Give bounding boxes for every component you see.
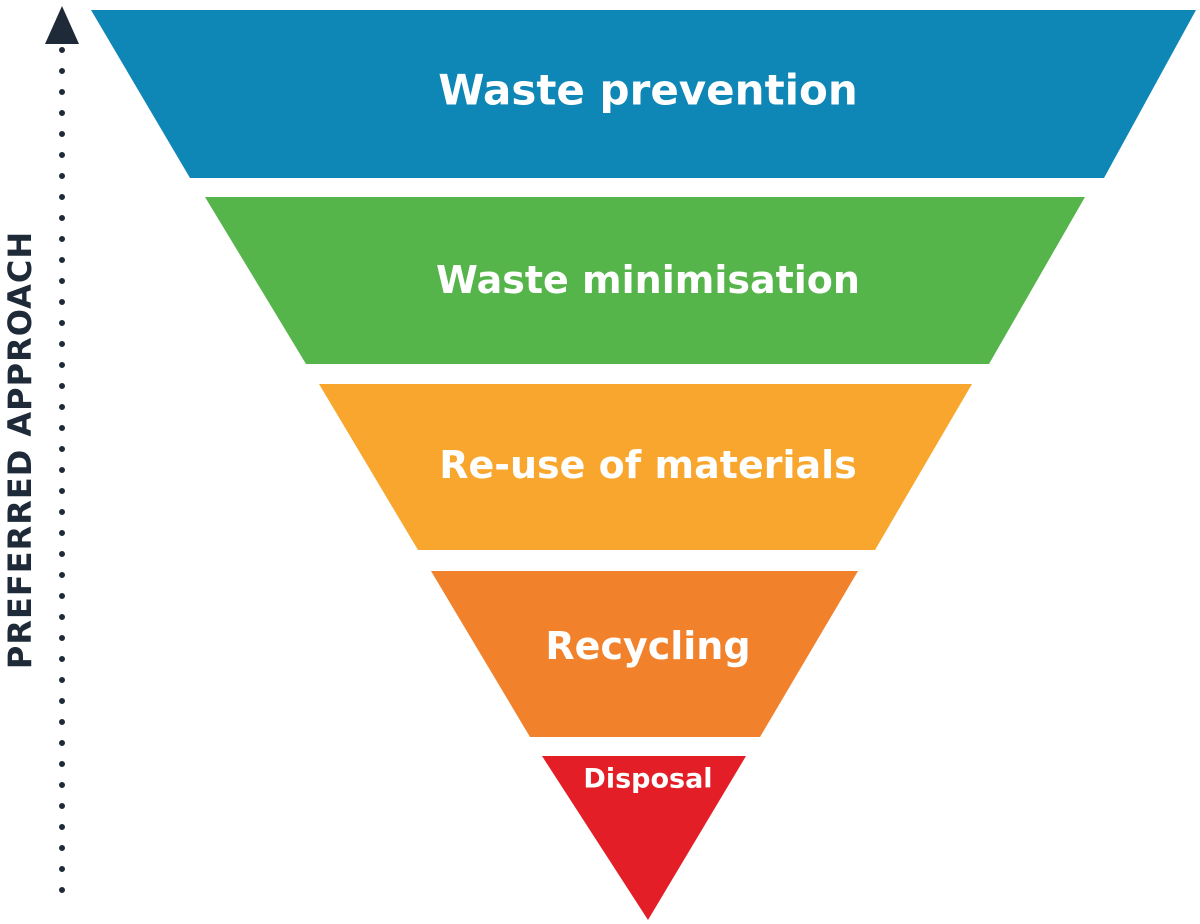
tier-waste-prevention: Waste prevention — [91, 10, 1196, 178]
preferred-approach-arrow — [45, 6, 79, 893]
axis-label: PREFERRED APPROACH — [1, 231, 39, 669]
tier-re-use-of-materials: Re-use of materials — [319, 384, 972, 550]
arrow-head-icon — [45, 6, 79, 44]
tier-label: Waste prevention — [438, 66, 858, 115]
tier-disposal: Disposal — [542, 756, 746, 920]
tier-shape — [91, 10, 1196, 178]
tier-waste-minimisation: Waste minimisation — [205, 197, 1085, 364]
tier-shape — [319, 384, 972, 550]
tier-shape — [205, 197, 1085, 364]
tier-label: Re-use of materials — [439, 443, 857, 487]
tier-label: Recycling — [545, 624, 750, 668]
tier-label: Waste minimisation — [436, 258, 860, 302]
tier-shape — [542, 756, 746, 920]
tier-recycling: Recycling — [431, 571, 858, 737]
tier-label: Disposal — [583, 764, 712, 795]
tier-shape — [431, 571, 858, 737]
